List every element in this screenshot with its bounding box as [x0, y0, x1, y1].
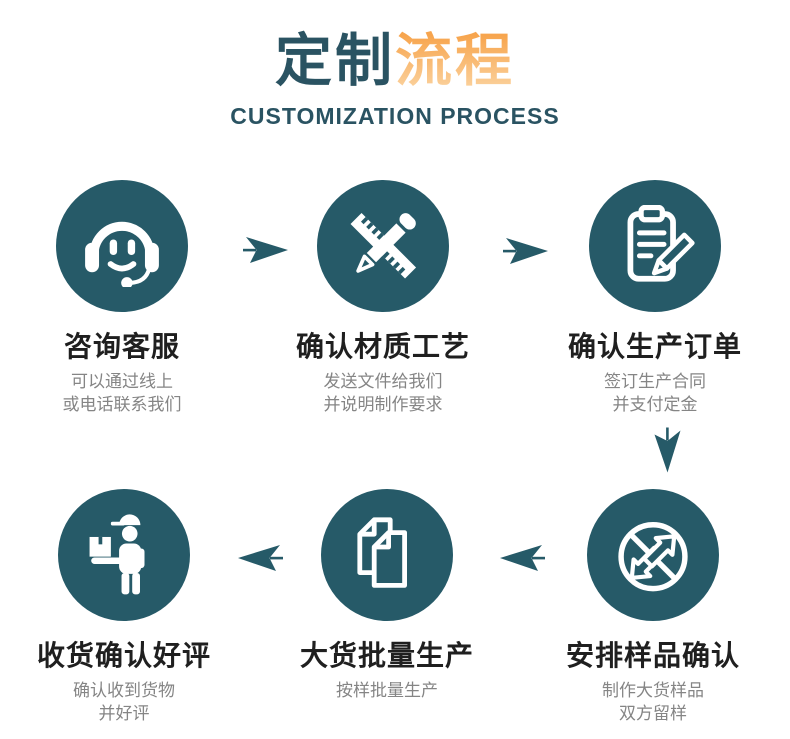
flow-arrow-left-icon — [238, 545, 283, 571]
step-desc: 签订生产合同 并支付定金 — [535, 371, 775, 417]
documents-icon — [357, 517, 407, 588]
step-label: 确认生产订单 — [567, 331, 742, 362]
step-label: 咨询客服 — [63, 331, 180, 362]
step-label: 确认材质工艺 — [295, 331, 470, 362]
flow-arrow-down-icon — [654, 427, 681, 473]
flow-arrow-right-icon — [503, 238, 548, 264]
desc-line: 确认收到货物 — [73, 681, 175, 701]
step-label: 大货批量生产 — [299, 640, 474, 671]
step-circle — [58, 489, 190, 621]
desc-line: 双方留样 — [619, 704, 687, 724]
step-circle — [589, 180, 721, 312]
desc-line: 发送文件给我们 — [323, 372, 443, 392]
flow-arrow-right-icon — [243, 237, 288, 263]
step-desc: 制作大货样品 双方留样 — [533, 680, 773, 726]
step-bulk-production: 大货批量生产 按样批量生产 — [267, 489, 507, 703]
title-part-teal: 定制 — [275, 29, 395, 93]
step-confirm-order: 确认生产订单 签订生产合同 并支付定金 — [535, 180, 775, 417]
step-sample-confirm: 安排样品确认 制作大货样品 双方留样 — [533, 489, 773, 726]
step-label: 安排样品确认 — [565, 640, 740, 671]
flow-arrow-left-icon — [500, 545, 545, 571]
page-title: 定制流程 — [0, 30, 790, 93]
step-desc: 确认收到货物 并好评 — [4, 680, 244, 726]
sample-exchange-icon — [618, 522, 688, 592]
step-desc: 可以通过线上 或电话联系我们 — [2, 371, 242, 417]
desc-line: 按样批量生产 — [336, 681, 438, 701]
desc-line: 可以通过线上 — [71, 372, 173, 392]
step-label: 收货确认好评 — [36, 640, 211, 671]
step-circle — [321, 489, 453, 621]
desc-line: 或电话联系我们 — [62, 395, 182, 415]
step-receive-review: 收货确认好评 确认收到货物 并好评 — [4, 489, 244, 726]
step-circle — [587, 489, 719, 621]
header: 定制流程 CUSTOMIZATION PROCESS — [0, 30, 790, 130]
step-consult-service: 咨询客服 可以通过线上 或电话联系我们 — [2, 180, 242, 417]
title-part-orange: 流程 — [395, 29, 515, 93]
page-subtitle: CUSTOMIZATION PROCESS — [230, 102, 560, 129]
desc-line: 并支付定金 — [612, 395, 698, 415]
step-desc: 发送文件给我们 并说明制作要求 — [263, 371, 503, 417]
desc-line: 并好评 — [98, 704, 150, 724]
step-circle — [317, 180, 449, 312]
desc-line: 并说明制作要求 — [323, 395, 443, 415]
desc-line: 制作大货样品 — [602, 681, 704, 701]
step-confirm-material: 确认材质工艺 发送文件给我们 并说明制作要求 — [263, 180, 503, 417]
ruler-pencil-icon — [350, 212, 417, 279]
step-circle — [56, 180, 188, 312]
headset-agent-icon — [85, 221, 159, 287]
desc-line: 签订生产合同 — [604, 372, 706, 392]
step-desc: 按样批量生产 — [267, 680, 507, 703]
clipboard-pen-icon — [627, 205, 695, 282]
delivery-person-icon — [89, 514, 145, 595]
